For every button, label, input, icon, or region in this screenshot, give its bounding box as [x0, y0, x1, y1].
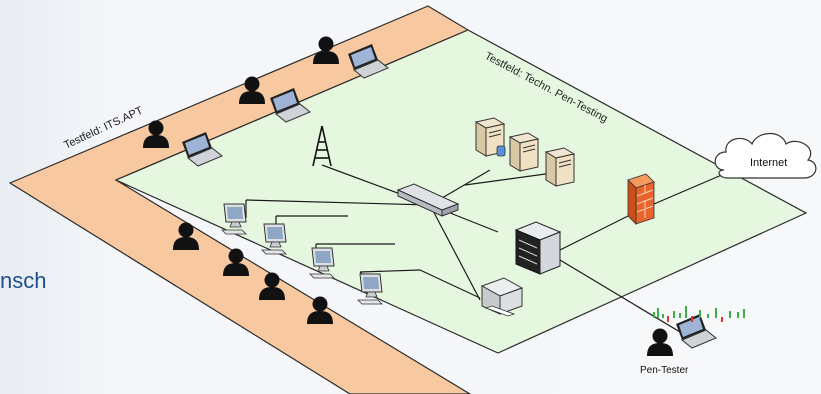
disk-icon	[497, 146, 505, 156]
server-icon	[546, 148, 574, 186]
user-icon	[647, 329, 673, 357]
firewall-icon	[628, 174, 654, 224]
internet-label: Internet	[750, 157, 787, 169]
pen-tester-label: Pen-Tester	[640, 365, 689, 376]
laptop-icon	[676, 314, 716, 348]
rack-server-icon	[516, 222, 560, 274]
cloud-icon	[715, 134, 816, 179]
server-icon	[510, 133, 538, 171]
desktop-pc-icon	[358, 274, 382, 304]
